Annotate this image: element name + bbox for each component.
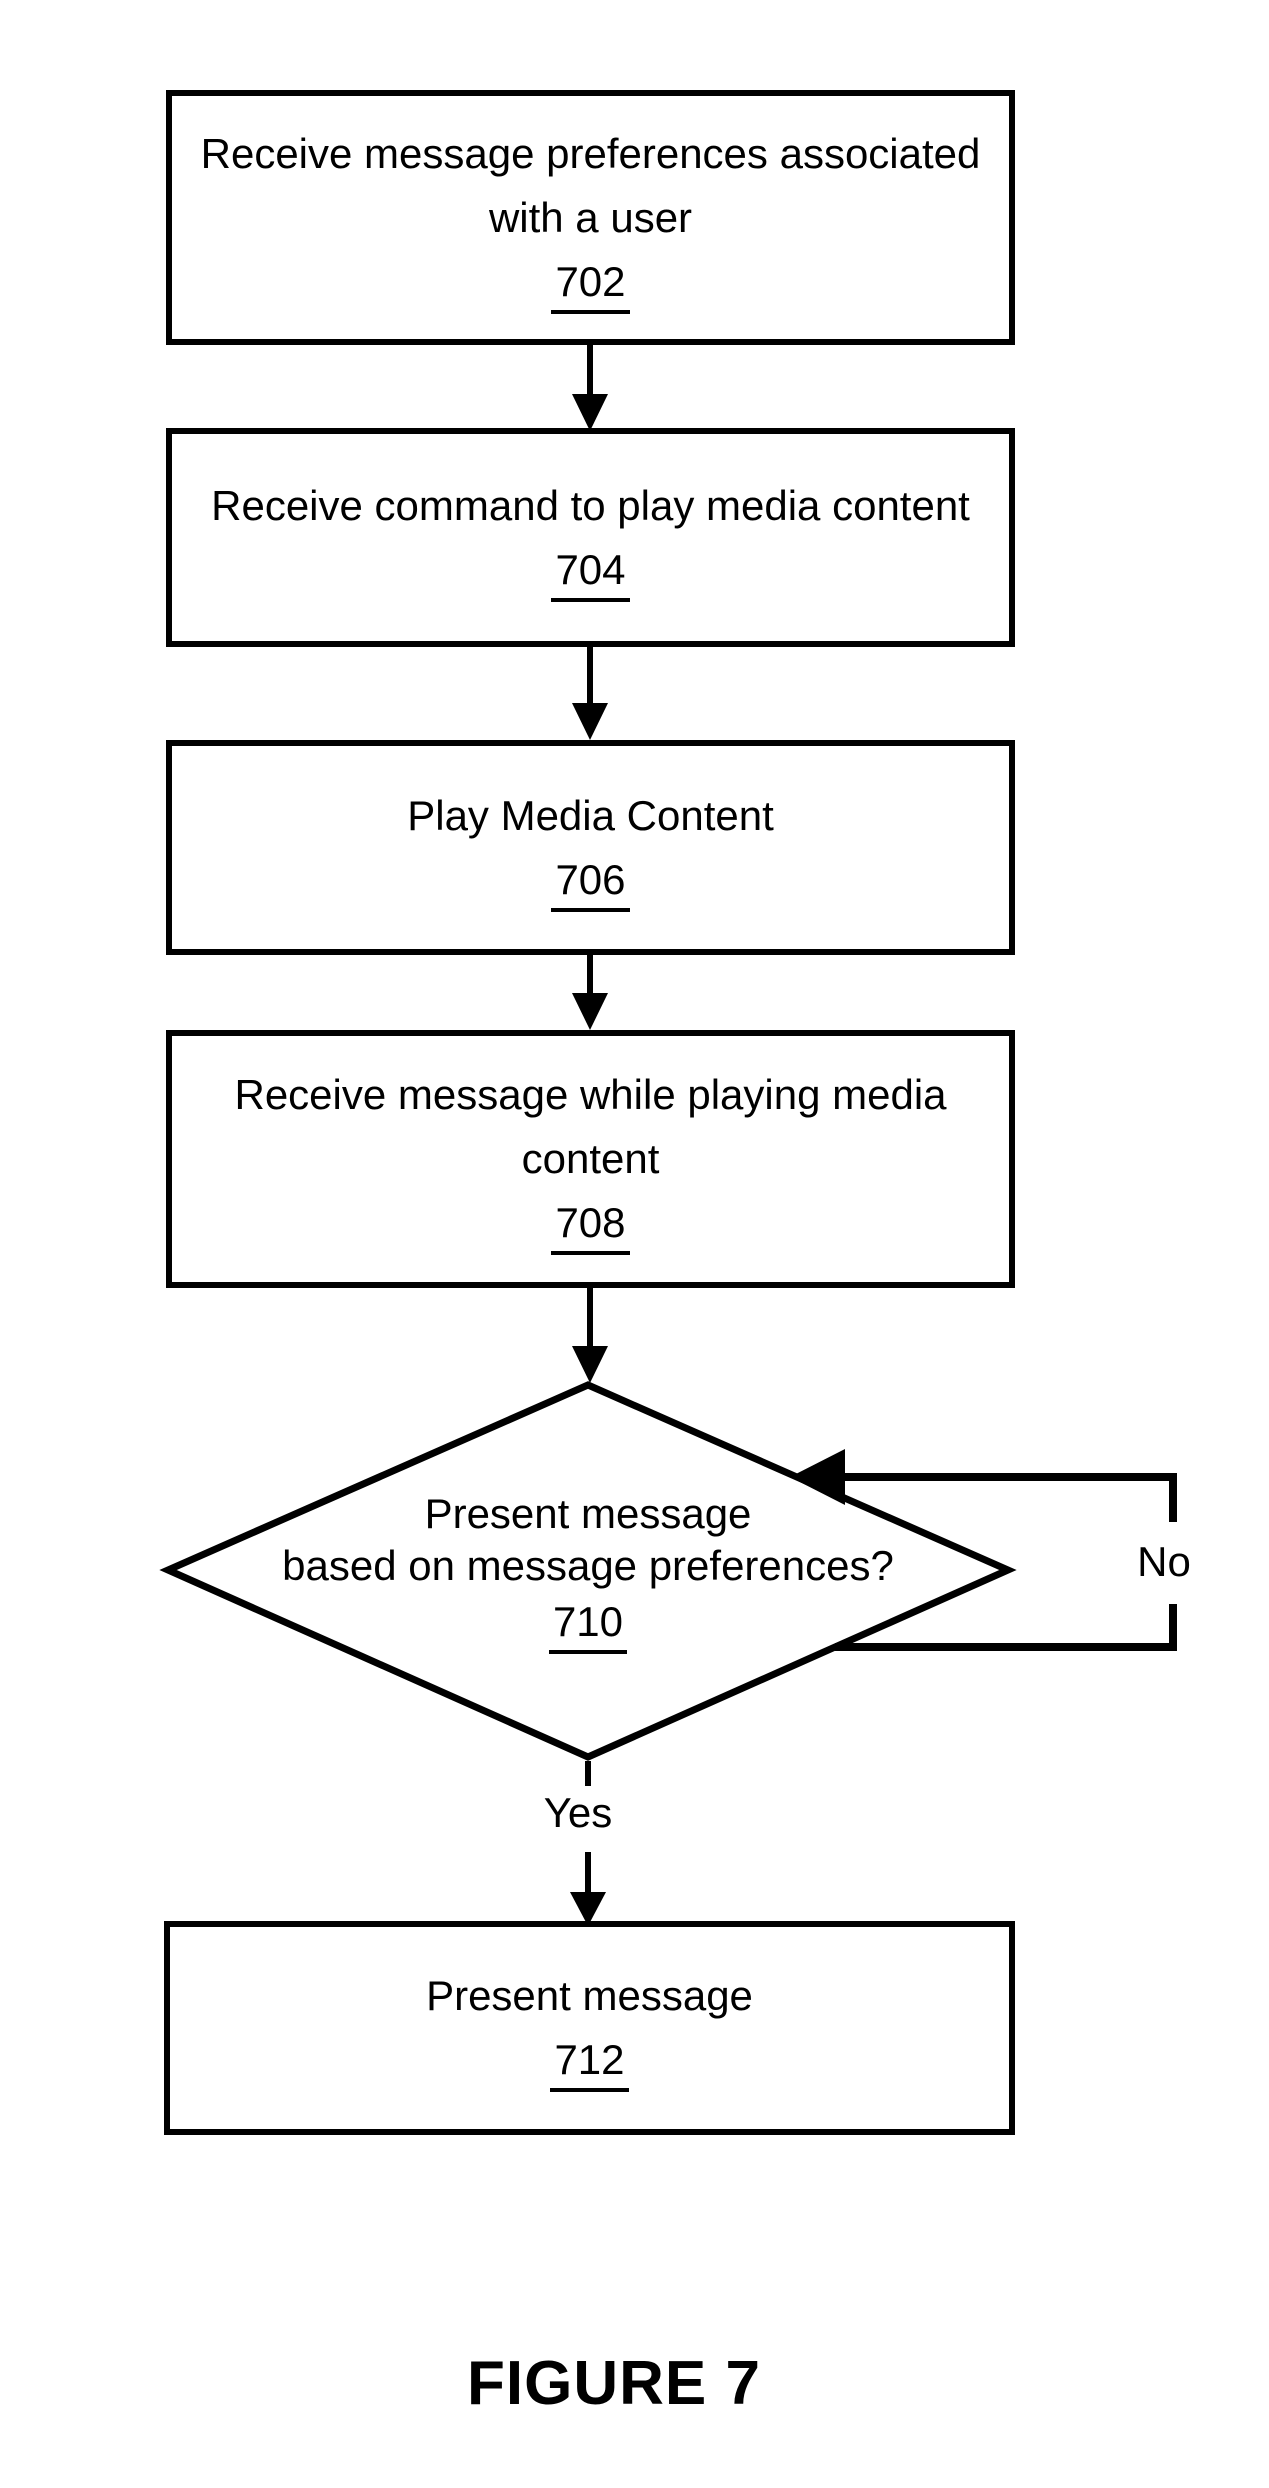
box-ref-number: 704	[551, 538, 630, 602]
box-label-line: Receive message while playing media	[234, 1071, 947, 1118]
box-label-line: content	[521, 1135, 660, 1182]
yes-branch-label: Yes	[543, 1789, 613, 1836]
arrowhead-down-icon	[572, 394, 608, 431]
box-ref-number: 706	[551, 848, 630, 912]
process-box-708: Receive message while playing media cont…	[166, 1030, 1015, 1288]
arrow-down-708-to-710	[572, 1285, 608, 1383]
process-box-704: Receive command to play media content 70…	[166, 428, 1015, 647]
box-label-line: Receive command to play media content	[211, 481, 970, 529]
process-box-712: Present message 712	[164, 1921, 1015, 2135]
box-ref-number: 712	[550, 2028, 629, 2092]
arrowhead-down-icon	[570, 1892, 606, 1926]
box-label-line: Play Media Content	[407, 791, 774, 839]
diamond-label-line: Present message	[424, 1490, 752, 1537]
process-box-702: Receive message preferences associated w…	[166, 90, 1015, 345]
diamond-ref-number: 710	[238, 1592, 938, 1654]
box-ref-number: 702	[551, 250, 630, 314]
box-ref-number: 708	[551, 1191, 630, 1255]
arrow-down-702-to-704	[572, 342, 608, 431]
arrowhead-down-icon	[572, 1346, 608, 1383]
arrow-down-706-to-708	[572, 952, 608, 1030]
no-branch-loop	[790, 1449, 1177, 1651]
process-box-706: Play Media Content 706	[166, 740, 1015, 955]
yes-branch-arrow	[570, 1761, 606, 1926]
box-label-line: Receive message preferences associated	[200, 129, 981, 177]
arrowhead-down-icon	[572, 703, 608, 740]
box-label-line: Present message	[426, 1972, 753, 2019]
arrow-down-704-to-706	[572, 644, 608, 740]
no-branch-label: No	[1137, 1538, 1191, 1585]
arrowhead-down-icon	[572, 993, 608, 1030]
decision-diamond-710: Present message based on message prefere…	[238, 1488, 938, 1654]
diamond-label-line: based on message preferences?	[282, 1542, 894, 1589]
arrowhead-left-icon	[790, 1449, 845, 1505]
figure-caption: FIGURE 7	[467, 2349, 761, 2418]
box-label-line: with a user	[488, 193, 693, 241]
